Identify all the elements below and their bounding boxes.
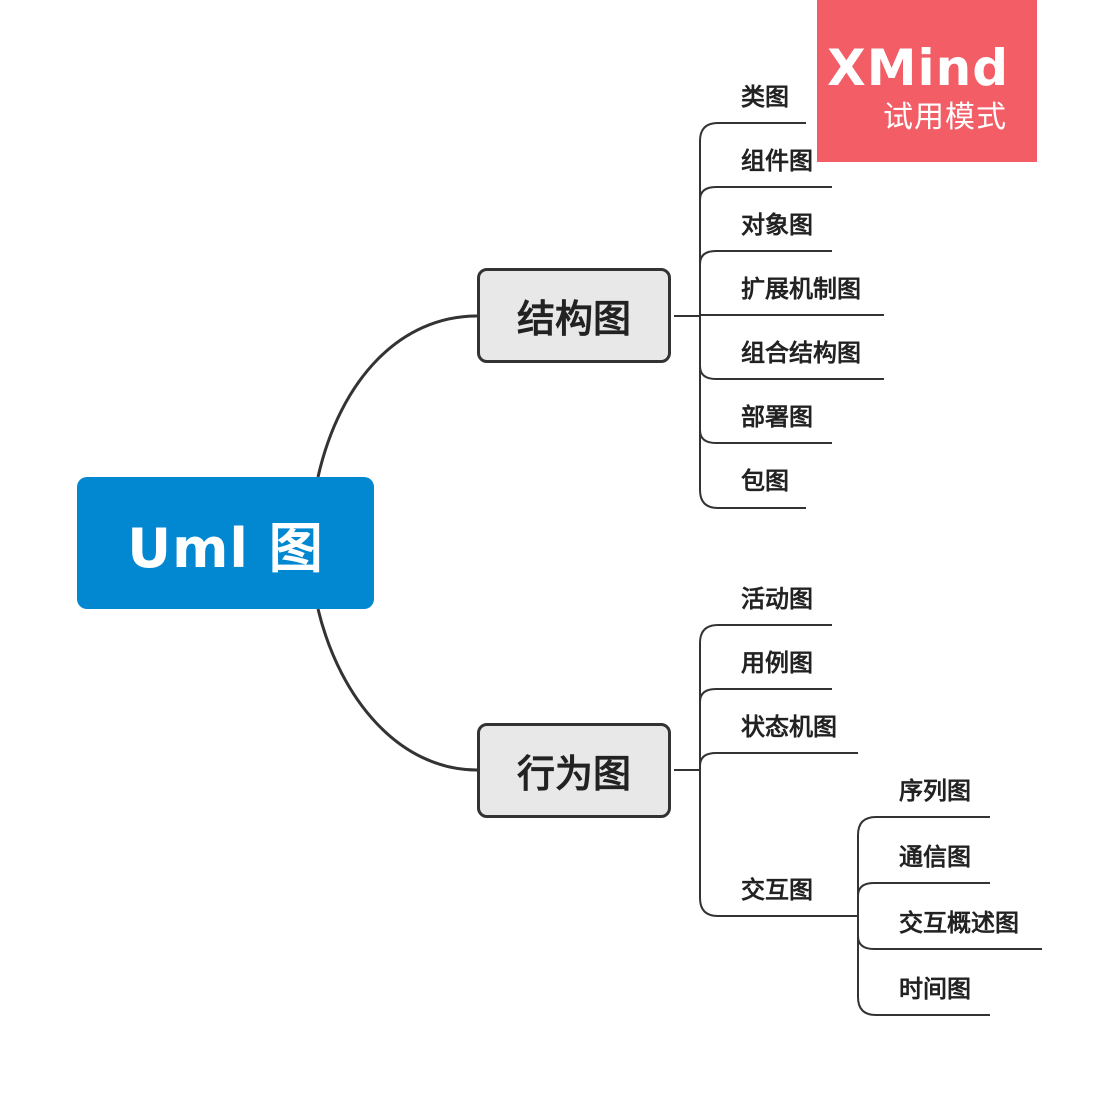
connector-root-structure [316, 314, 478, 478]
connector-leaf-struct-2 [699, 250, 717, 265]
connector-root-behavior [316, 608, 478, 772]
leaf-component-diagram[interactable]: 组件图 [741, 147, 813, 175]
leaf-timing-diagram[interactable]: 时间图 [899, 975, 971, 1003]
branch-structure[interactable]: 结构图 [477, 268, 671, 363]
watermark-mode: 试用模式 [883, 100, 1007, 135]
connector-leaf-inter-2 [857, 882, 875, 897]
leaf-class-diagram[interactable]: 类图 [741, 83, 789, 111]
leaf-activity-diagram[interactable]: 活动图 [741, 585, 813, 613]
leaf-state-machine-diagram[interactable]: 状态机图 [741, 713, 837, 741]
root-topic-label: Uml 图 [127, 516, 324, 580]
connector-leaf-inter-3 [857, 935, 875, 950]
connector-leaf-struct-4 [699, 365, 717, 380]
leaf-interaction-overview-diagram[interactable]: 交互概述图 [899, 909, 1019, 937]
watermark-brand: XMind [827, 39, 1009, 97]
branch-behavior[interactable]: 行为图 [477, 723, 671, 818]
leaf-deployment-diagram[interactable]: 部署图 [741, 403, 813, 431]
leaf-sequence-diagram[interactable]: 序列图 [899, 777, 971, 805]
leaf-communication-diagram[interactable]: 通信图 [899, 843, 971, 871]
trial-watermark: XMind 试用模式 [817, 0, 1037, 162]
leaf-interaction-diagram[interactable]: 交互图 [741, 876, 813, 904]
leaf-object-diagram[interactable]: 对象图 [741, 211, 813, 239]
connector-behavior-trunk [699, 624, 719, 917]
connector-leaf-struct-5 [699, 429, 717, 444]
connector-leaf-struct-1 [699, 186, 717, 201]
branch-structure-label: 结构图 [516, 297, 631, 341]
connector-leaf-behav-3 [699, 752, 717, 767]
connector-leaf-behav-2 [699, 688, 717, 703]
leaf-package-diagram[interactable]: 包图 [741, 467, 789, 495]
leaf-composite-structure-diagram[interactable]: 组合结构图 [741, 339, 861, 367]
leaf-use-case-diagram[interactable]: 用例图 [741, 649, 813, 677]
leaf-extension-diagram[interactable]: 扩展机制图 [741, 275, 861, 303]
root-topic[interactable]: Uml 图 [77, 477, 374, 609]
connector-interaction-trunk [857, 816, 877, 1016]
branch-behavior-label: 行为图 [516, 752, 631, 796]
